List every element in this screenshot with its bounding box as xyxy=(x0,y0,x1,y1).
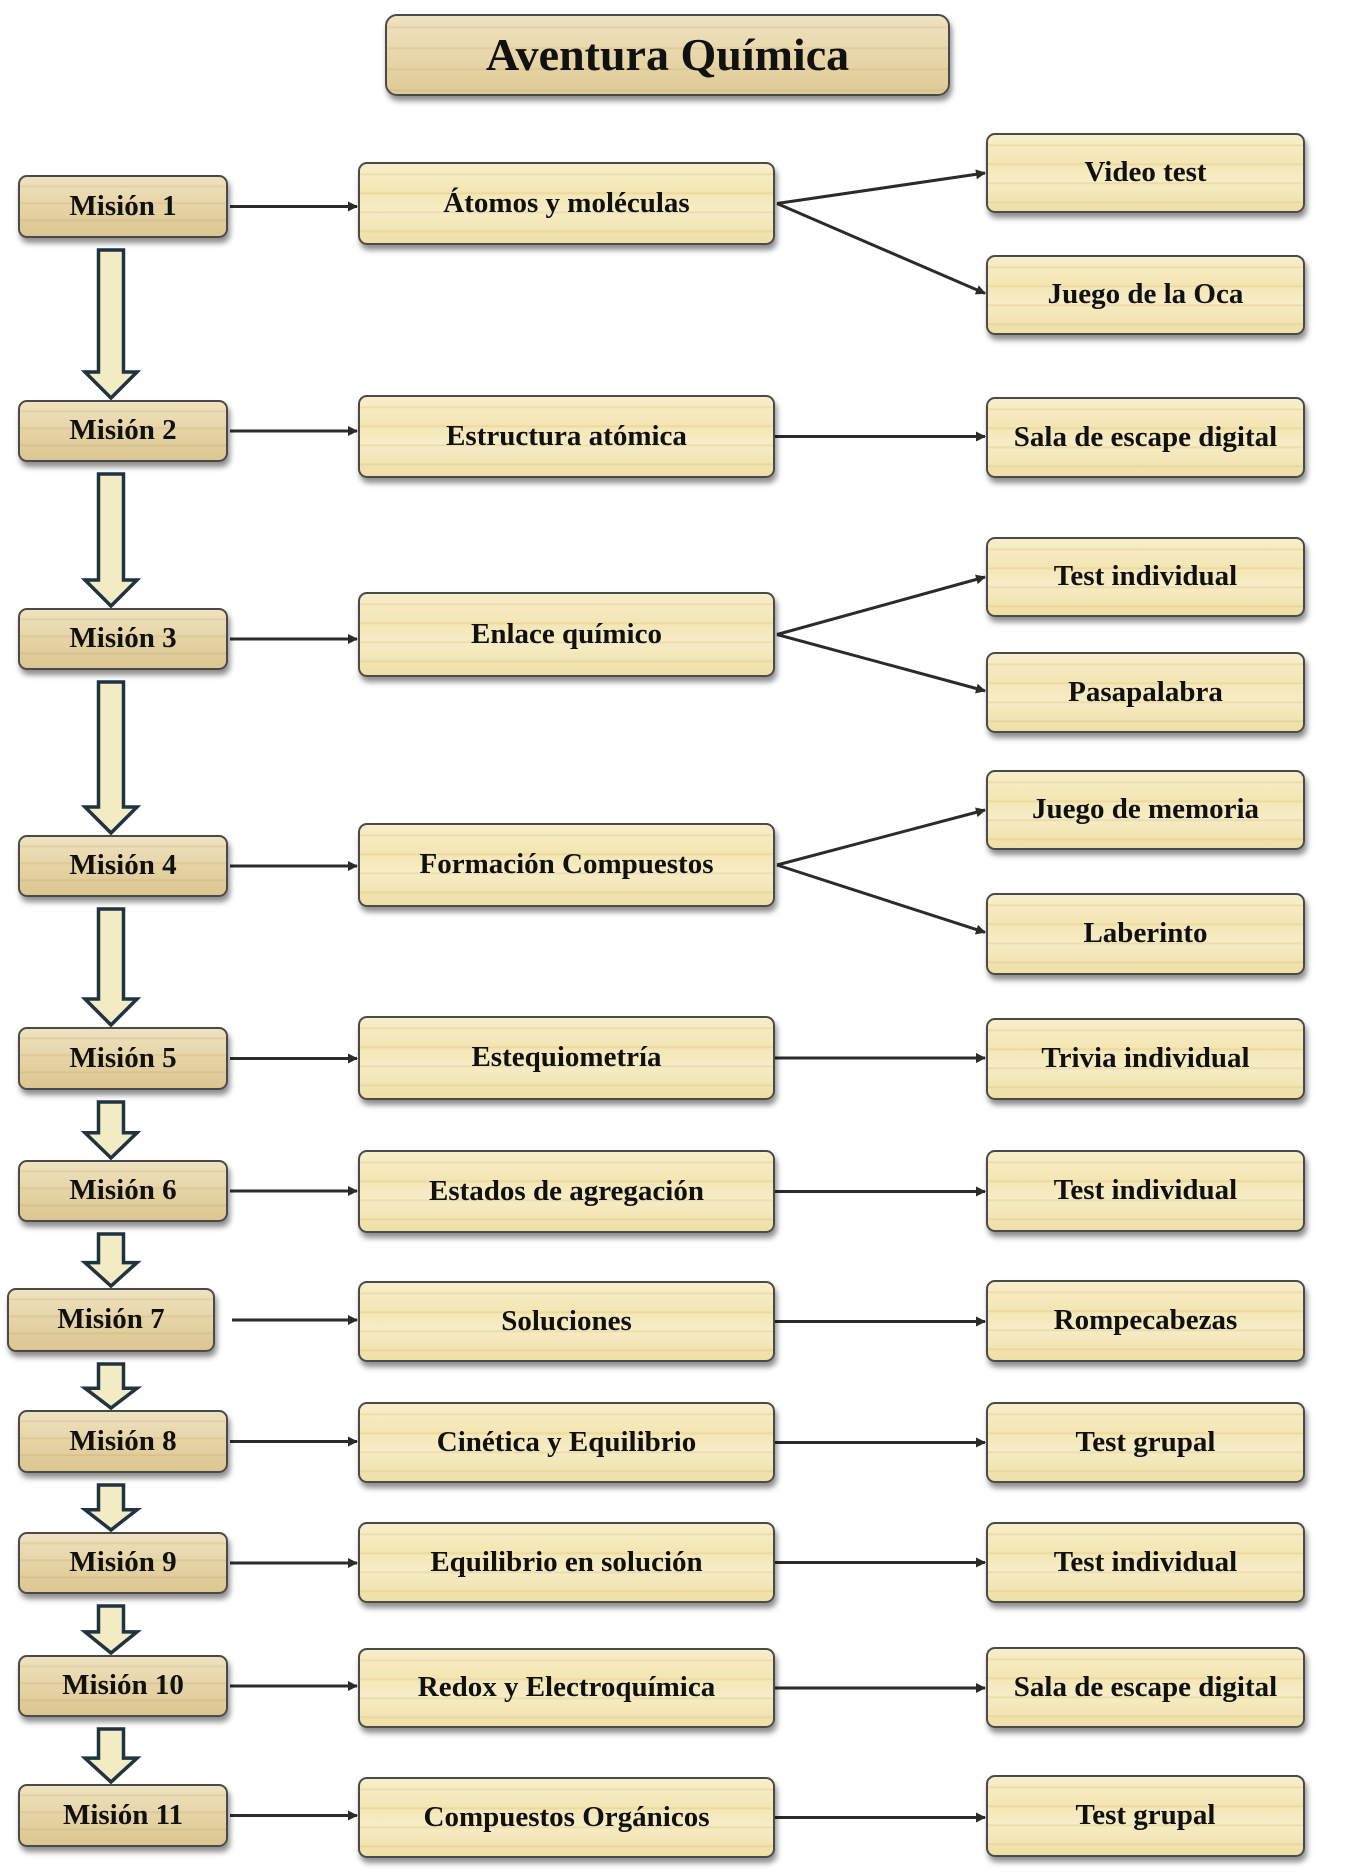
diagram-title-text: Aventura Química xyxy=(485,28,850,80)
next-mission-arrow xyxy=(80,680,142,836)
mission-box: Misión 11 xyxy=(18,1784,228,1847)
mission-box: Misión 3 xyxy=(18,608,228,670)
topic-box-label: Soluciones xyxy=(501,1304,632,1337)
activity-box: Rompecabezas xyxy=(986,1280,1305,1362)
topic-box: Compuestos Orgánicos xyxy=(358,1777,775,1858)
topic-box-label: Átomos y moléculas xyxy=(443,186,690,219)
next-mission-arrow xyxy=(80,1232,142,1289)
diagram-title: Aventura Química xyxy=(385,14,950,96)
next-mission-arrow xyxy=(79,1483,143,1533)
activity-box-label: Juego de la Oca xyxy=(1047,278,1244,311)
topic-to-activity-arrow xyxy=(776,633,986,694)
topic-box-label: Estados de agregación xyxy=(429,1174,704,1207)
next-mission-arrow xyxy=(80,1100,142,1161)
activity-box-label: Test individual xyxy=(1053,1545,1238,1578)
activity-box: Test grupal xyxy=(986,1402,1305,1483)
next-mission-arrow xyxy=(80,472,142,609)
activity-box-label: Juego de memoria xyxy=(1031,793,1260,826)
activity-box: Sala de escape digital xyxy=(986,397,1305,478)
activity-box: Juego de la Oca xyxy=(986,255,1305,335)
mission-box-label: Misión 11 xyxy=(62,1798,184,1831)
mission-box: Misión 10 xyxy=(18,1655,228,1717)
mission-box: Misión 8 xyxy=(18,1410,228,1473)
topic-to-activity-arrow xyxy=(776,574,986,636)
activity-box-label: Test individual xyxy=(1053,560,1238,593)
topic-box-label: Estequiometría xyxy=(471,1041,662,1074)
activity-box: Pasapalabra xyxy=(986,652,1305,733)
activity-box: Laberinto xyxy=(986,893,1305,975)
topic-box-label: Equilibrio en solución xyxy=(430,1545,703,1578)
topic-box: Cinética y Equilibrio xyxy=(358,1402,775,1483)
activity-box-label: Laberinto xyxy=(1083,917,1208,950)
activity-box: Juego de memoria xyxy=(986,770,1305,850)
mission-box-label: Misión 2 xyxy=(69,414,177,447)
mission-box-label: Misión 8 xyxy=(69,1424,177,1457)
mission-box-label: Misión 3 xyxy=(69,622,177,655)
activity-box-label: Sala de escape digital xyxy=(1013,1670,1278,1703)
mission-box-label: Misión 1 xyxy=(69,189,177,222)
topic-box: Equilibrio en solución xyxy=(358,1522,775,1603)
mission-box: Misión 2 xyxy=(18,400,228,462)
topic-box-label: Redox y Electroquímica xyxy=(417,1671,716,1704)
mission-box-label: Misión 9 xyxy=(69,1546,177,1579)
activity-box: Test individual xyxy=(986,1150,1305,1232)
mission-box: Misión 6 xyxy=(18,1160,228,1222)
topic-box-label: Formación Compuestos xyxy=(419,848,714,881)
topic-box: Átomos y moléculas xyxy=(358,162,775,245)
activity-box: Test individual xyxy=(986,537,1305,617)
topic-to-activity-arrow xyxy=(776,807,986,867)
activity-box-label: Test grupal xyxy=(1075,1425,1216,1458)
topic-box: Formación Compuestos xyxy=(358,823,775,907)
activity-box-label: Rompecabezas xyxy=(1053,1304,1238,1337)
mission-box: Misión 7 xyxy=(7,1288,215,1352)
topic-box: Estados de agregación xyxy=(358,1150,775,1233)
activity-box-label: Pasapalabra xyxy=(1068,675,1223,708)
topic-box: Soluciones xyxy=(358,1281,775,1362)
mission-box-label: Misión 6 xyxy=(69,1174,177,1207)
mission-box-label: Misión 5 xyxy=(69,1041,177,1074)
next-mission-arrow xyxy=(80,1604,142,1656)
topic-to-activity-arrow xyxy=(776,169,986,205)
topic-box: Estequiometría xyxy=(358,1016,775,1100)
next-mission-arrow xyxy=(80,248,142,401)
mission-box-label: Misión 7 xyxy=(57,1303,165,1336)
mission-box: Misión 1 xyxy=(18,175,228,238)
topic-box-label: Enlace químico xyxy=(471,617,662,650)
topic-box: Estructura atómica xyxy=(358,395,775,478)
activity-box: Test individual xyxy=(986,1522,1305,1603)
next-mission-arrow xyxy=(80,1727,142,1785)
topic-box: Enlace químico xyxy=(358,592,775,677)
mission-box-label: Misión 4 xyxy=(69,849,177,882)
topic-box-label: Estructura atómica xyxy=(446,419,687,452)
activity-box: Trivia individual xyxy=(986,1018,1305,1100)
activity-box-label: Sala de escape digital xyxy=(1013,420,1278,453)
activity-box-label: Test grupal xyxy=(1075,1799,1216,1832)
activity-box: Sala de escape digital xyxy=(986,1647,1305,1728)
topic-to-activity-arrow xyxy=(776,202,986,295)
next-mission-arrow xyxy=(80,907,142,1028)
mission-box: Misión 5 xyxy=(18,1027,228,1090)
next-mission-arrow xyxy=(79,1362,143,1411)
mission-box-label: Misión 10 xyxy=(62,1669,184,1702)
activity-box: Video test xyxy=(986,133,1305,213)
topic-box-label: Cinética y Equilibrio xyxy=(436,1425,697,1458)
activity-box-label: Video test xyxy=(1084,156,1207,189)
mission-box: Misión 4 xyxy=(18,835,228,897)
activity-box: Test grupal xyxy=(986,1775,1305,1857)
topic-box-label: Compuestos Orgánicos xyxy=(423,1800,710,1833)
activity-box-label: Test individual xyxy=(1053,1174,1238,1207)
topic-to-activity-arrow xyxy=(776,863,986,935)
topic-box: Redox y Electroquímica xyxy=(358,1648,775,1728)
activity-box-label: Trivia individual xyxy=(1041,1042,1250,1075)
mission-box: Misión 9 xyxy=(18,1532,228,1594)
